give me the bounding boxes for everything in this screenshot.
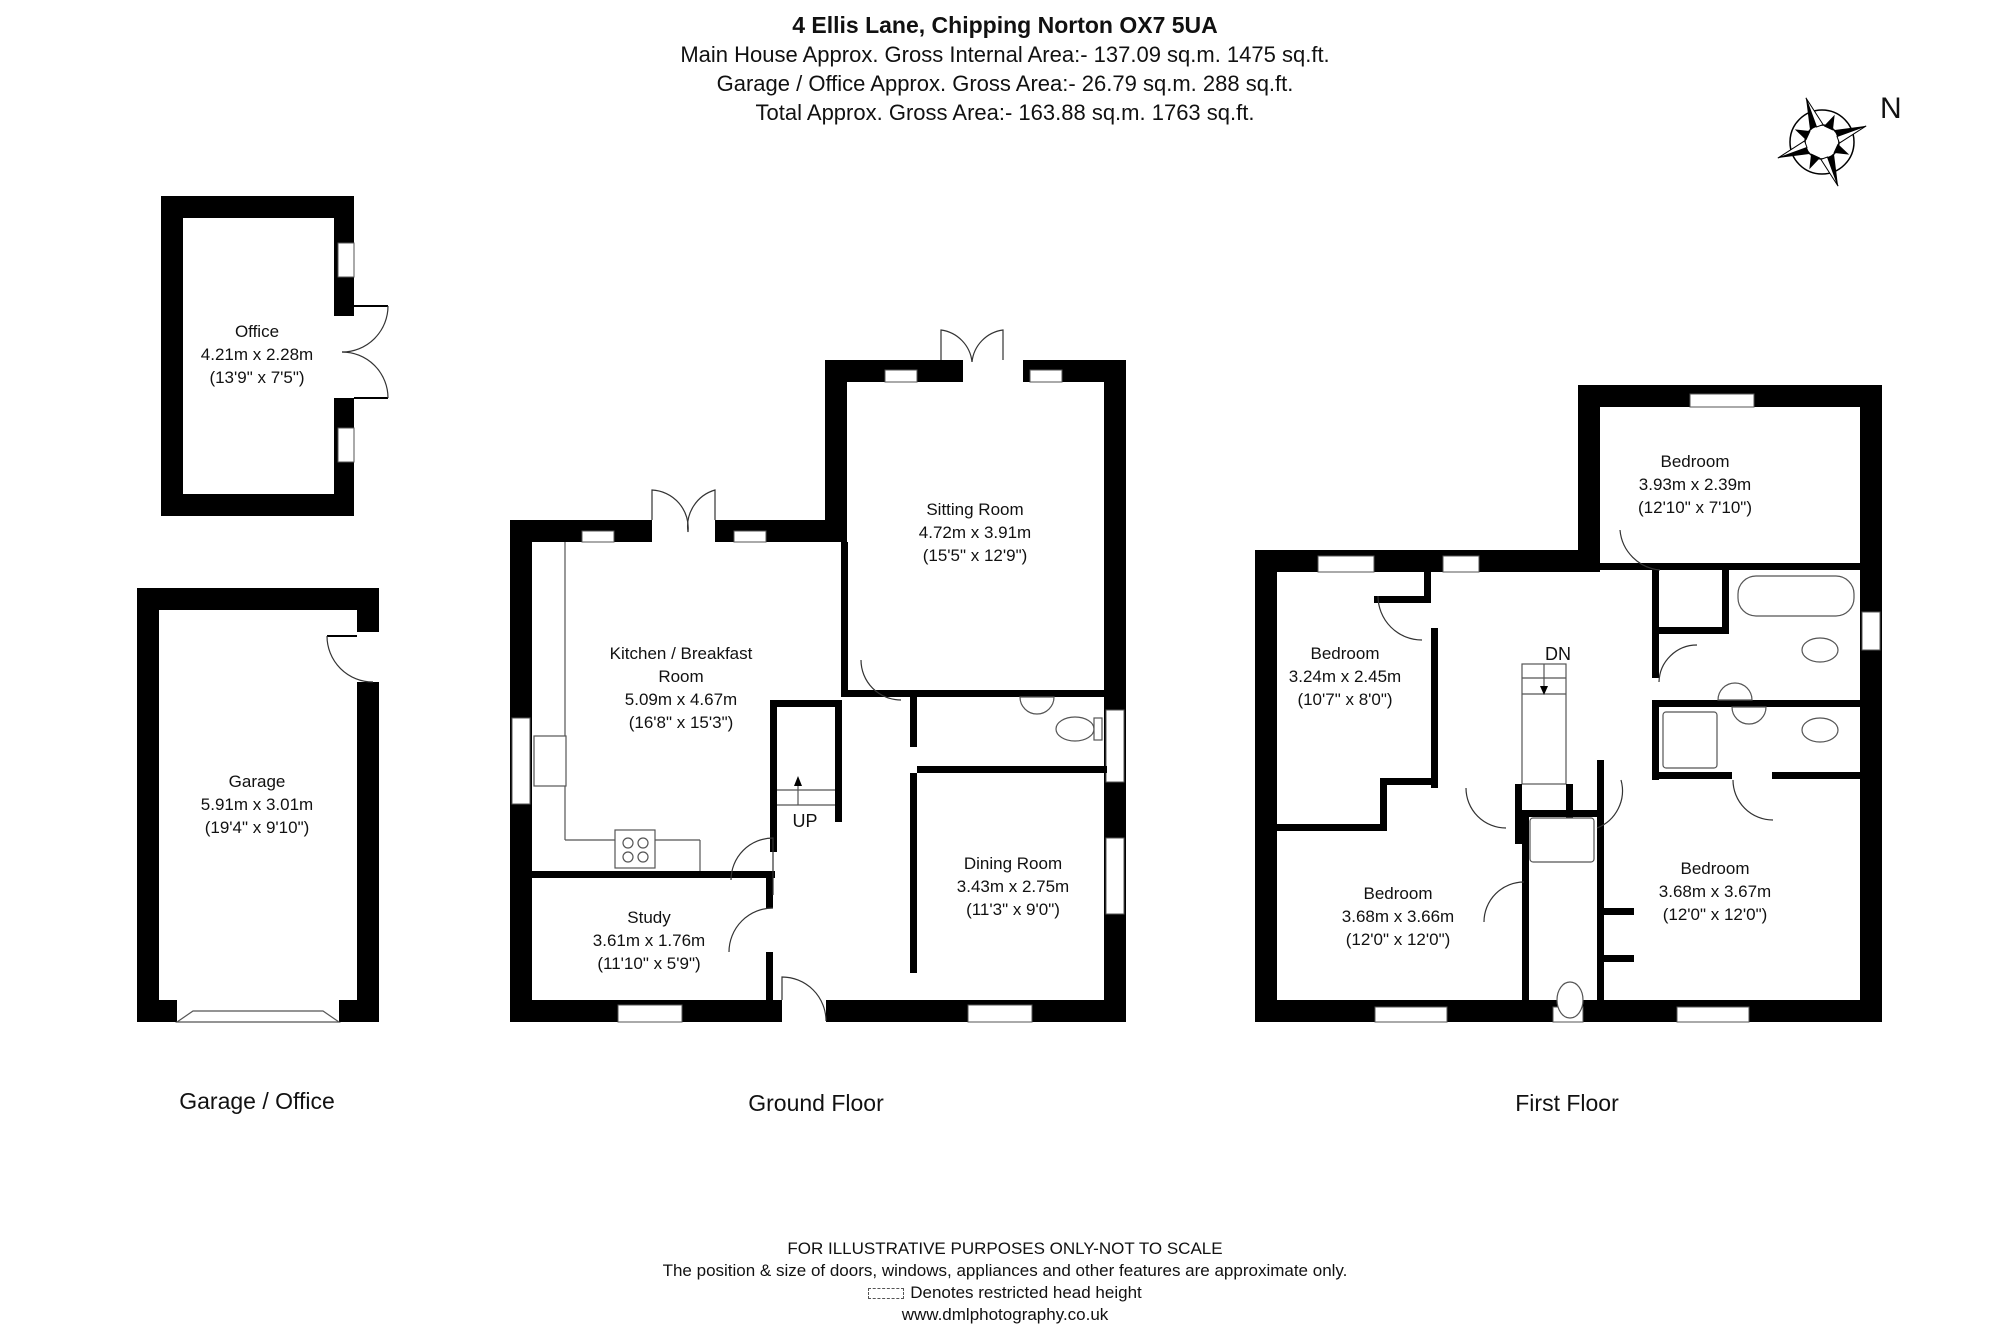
total-area: Total Approx. Gross Area:- 163.88 sq.m. … (755, 100, 1255, 125)
floor-label-ground: Ground Floor (748, 1090, 884, 1116)
stair-up-marker: UP (792, 811, 818, 831)
room-label-garage: Garage 5.91m x 3.01m (19'4" x 9'10") (200, 772, 314, 837)
main-house-area: Main House Approx. Gross Internal Area:-… (680, 42, 1330, 67)
floor-label-garage-office: Garage / Office (179, 1088, 335, 1114)
room-label-sitting-room: Sitting Room 4.72m x 3.91m (15'5" x 12'9… (918, 500, 1032, 565)
floor-label-first: First Floor (1515, 1090, 1619, 1116)
approximation-note: The position & size of doors, windows, a… (662, 1261, 1348, 1280)
ground-floor-outline (510, 329, 1126, 1023)
restricted-height-icon (868, 1288, 905, 1300)
plan-footer: FOR ILLUSTRATIVE PURPOSES ONLY-NOT TO SC… (0, 1238, 1999, 1326)
north-label: N (1880, 92, 1902, 125)
garage-office-area: Garage / Office Approx. Gross Area:- 26.… (716, 71, 1294, 96)
room-label-dining-room: Dining Room 3.43m x 2.75m (11'3" x 9'0") (956, 854, 1070, 919)
compass-rose-icon (1777, 97, 1867, 187)
plan-header: 4 Ellis Lane, Chipping Norton OX7 5UA Ma… (0, 10, 1999, 127)
garage-outline (137, 588, 379, 1023)
room-label-bedroom-3: Bedroom 3.68m x 3.66m (12'0" x 12'0") (1341, 884, 1455, 949)
office-outline (161, 196, 389, 516)
disclaimer-text: FOR ILLUSTRATIVE PURPOSES ONLY-NOT TO SC… (787, 1239, 1223, 1258)
room-label-kitchen: Kitchen / Breakfast Room 5.09m x 4.67m (… (609, 644, 753, 732)
restricted-height-legend: Denotes restricted head height (0, 1282, 1999, 1304)
property-address: 4 Ellis Lane, Chipping Norton OX7 5UA (792, 12, 1218, 38)
room-label-office: Office 4.21m x 2.28m (13'9" x 7'5") (200, 322, 314, 387)
website-link[interactable]: www.dmlphotography.co.uk (901, 1305, 1109, 1324)
room-label-bedroom-4: Bedroom 3.68m x 3.67m (12'0" x 12'0") (1658, 859, 1772, 924)
first-floor-outline (1255, 385, 1882, 1023)
stair-down-marker: DN (1545, 644, 1571, 664)
room-label-bedroom-2: Bedroom 3.24m x 2.45m (10'7" x 8'0") (1288, 644, 1402, 709)
room-label-study: Study 3.61m x 1.76m (11'10" x 5'9") (592, 908, 706, 973)
room-label-bedroom-1: Bedroom 3.93m x 2.39m (12'10" x 7'10") (1637, 452, 1753, 517)
